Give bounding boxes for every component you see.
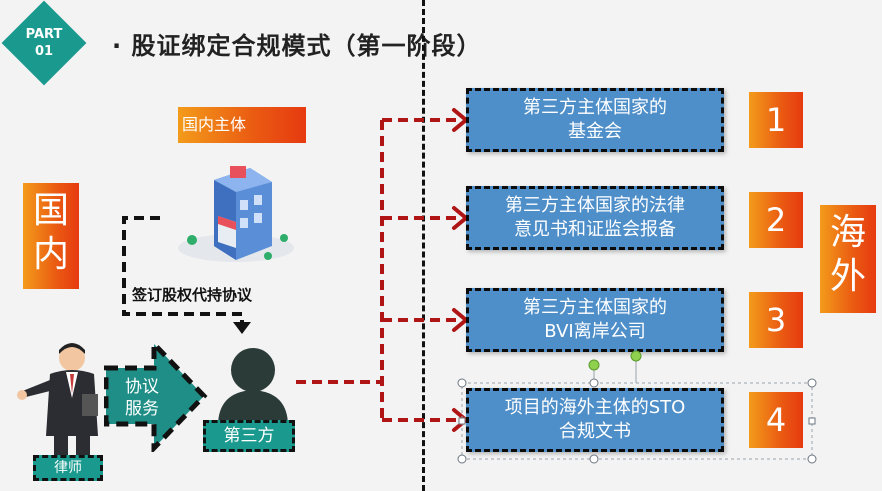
overseas-char-1: 海 (829, 212, 866, 253)
overseas-char-2: 外 (829, 256, 866, 297)
domestic-char-1: 国 (32, 190, 69, 231)
person-silhouette-icon (218, 348, 288, 426)
lawyer-label: 律师 (33, 455, 103, 481)
page-title: · 股证绑定合规模式（第一阶段） (112, 32, 482, 60)
domestic-entity-label: 国内主体 (178, 107, 306, 143)
domestic-overseas-divider (422, 0, 425, 491)
agreement-connector (122, 216, 251, 334)
item-2-line2: 意见书和证监会报备 (514, 219, 676, 240)
item-4-box[interactable]: 项目的海外主体的STO 合规文书 (466, 388, 724, 452)
item-4-number: 4 (749, 392, 803, 448)
overseas-label: 海 外 (820, 205, 876, 313)
item-1-number: 1 (749, 92, 803, 148)
item-4-line1: 项目的海外主体的STO (504, 397, 686, 418)
item-3-box: 第三方主体国家的 BVI离岸公司 (466, 288, 724, 352)
item-3-number: 3 (749, 292, 803, 348)
third-party-label: 第三方 (203, 420, 295, 452)
item-3-line2: BVI离岸公司 (544, 321, 646, 342)
arrow-right-icon (104, 340, 208, 452)
protocol-service-line2: 服务 (125, 399, 159, 419)
building-icon (178, 166, 294, 262)
item-2-line1: 第三方主体国家的法律 (505, 195, 685, 216)
domestic-char-2: 内 (32, 234, 69, 275)
agreement-label: 签订股权代持协议 (132, 286, 253, 304)
item-2-box: 第三方主体国家的法律意见书和证监会报备 (466, 186, 724, 250)
item-1-line1: 第三方主体国家的 (523, 97, 667, 118)
item-3-line1: 第三方主体国家的 (523, 297, 667, 318)
domestic-label: 国 内 (23, 183, 79, 289)
part-number: 01 (34, 44, 54, 59)
part-label: PART (25, 27, 63, 42)
item-4-line2: 合规文书 (559, 421, 631, 442)
item-2-number: 2 (749, 192, 803, 248)
item-1-line2: 基金会 (568, 121, 622, 142)
part-badge-text: PART 01 (14, 26, 74, 60)
protocol-service-line1: 协议 (125, 377, 159, 397)
protocol-service-label: 协议 服务 (112, 376, 172, 420)
item-1-box: 第三方主体国家的基金会 (466, 88, 724, 152)
